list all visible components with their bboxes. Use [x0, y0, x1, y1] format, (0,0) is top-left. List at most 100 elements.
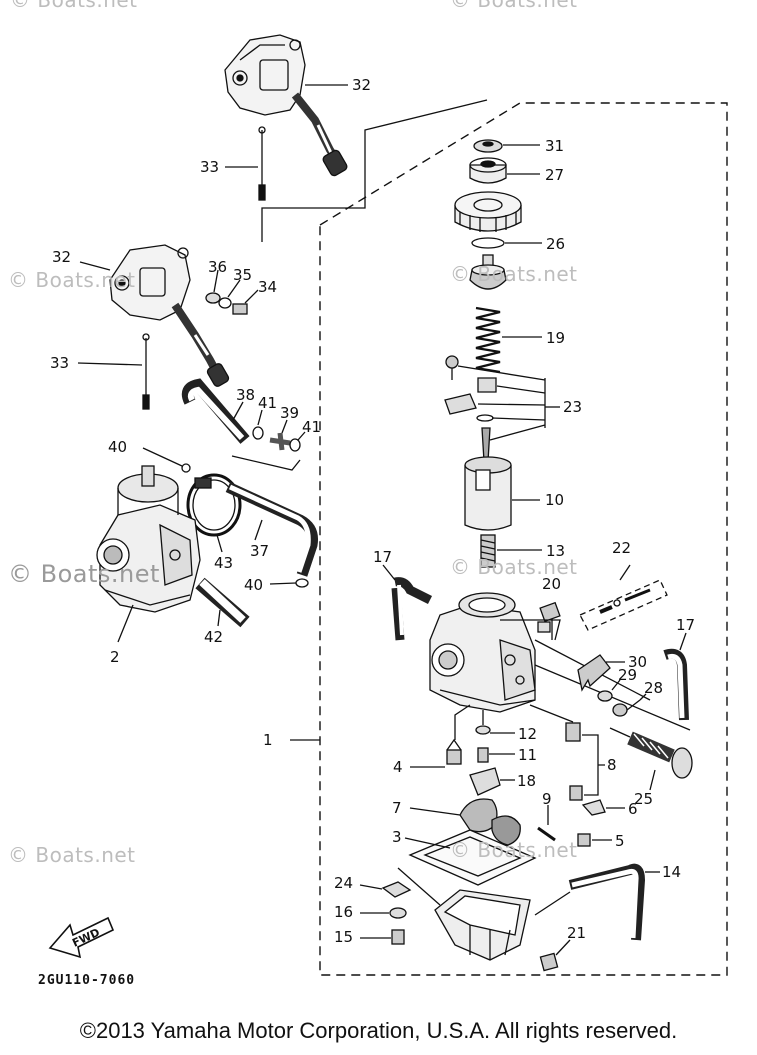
callout-24: 24 [334, 874, 353, 892]
callout-26: 26 [546, 235, 565, 253]
tee-39 [269, 432, 291, 451]
float-bowl [434, 889, 531, 961]
callout-43: 43 [214, 554, 233, 572]
callout-38: 38 [236, 386, 255, 404]
callout-10: 10 [545, 491, 564, 509]
plunger-cap [469, 254, 507, 290]
throttle-housing-left [109, 244, 230, 387]
throttle-housing-top [224, 34, 348, 177]
washer-31 [473, 139, 503, 153]
pin-9 [537, 826, 556, 842]
cable-33-top [258, 126, 266, 201]
callout-5: 5 [615, 832, 625, 850]
hose-38 [181, 378, 250, 444]
callout-4: 4 [393, 758, 403, 776]
callout-14: 14 [662, 863, 681, 881]
o-ring-26 [471, 237, 505, 249]
callout-12: 12 [518, 725, 537, 743]
screw-15 [391, 929, 405, 945]
callout-21: 21 [567, 924, 586, 942]
callout-40-top: 40 [108, 438, 127, 456]
washer-36 [205, 292, 221, 304]
watermark: © Boats.net [10, 0, 138, 12]
parts-8 [565, 722, 583, 801]
callout-16: 16 [334, 903, 353, 921]
callout-13: 13 [546, 542, 565, 560]
washer-35 [218, 297, 232, 309]
fwd-arrow-icon [48, 916, 115, 959]
diagram-code: 2GU110-7060 [38, 973, 136, 988]
bracket-24 [381, 881, 412, 898]
callout-20: 20 [542, 575, 561, 593]
pilot-jet-20 [537, 601, 561, 633]
watermark: © Boats.net [450, 555, 578, 579]
callout-33-top: 33 [200, 158, 219, 176]
lever-30 [577, 654, 611, 692]
callout-42: 42 [204, 628, 223, 646]
callout-27: 27 [545, 166, 564, 184]
throttle-screw-25 [609, 727, 693, 779]
callout-39: 39 [280, 404, 299, 422]
callout-7: 7 [392, 799, 402, 817]
hose-42 [195, 577, 250, 628]
callout-19: 19 [546, 329, 565, 347]
clip-40-b [295, 578, 309, 588]
callout-25: 25 [634, 790, 653, 808]
carburetor-body-main [429, 592, 691, 731]
callout-8: 8 [607, 756, 617, 774]
callout-11: 11 [518, 746, 537, 764]
washer-12 [475, 725, 491, 735]
callout-29: 29 [618, 666, 637, 684]
clip-41-a [252, 426, 264, 440]
watermark: © Boats.net [8, 843, 136, 867]
plug-21 [539, 952, 559, 972]
callout-41-b: 41 [302, 418, 321, 436]
washer-29 [597, 690, 613, 702]
washer-16 [389, 907, 407, 919]
screw-5 [577, 833, 591, 847]
callout-18: 18 [517, 772, 536, 790]
callout-17-right: 17 [676, 616, 695, 634]
callout-3: 3 [392, 828, 402, 846]
callout-9: 9 [542, 790, 552, 808]
callout-1: 1 [263, 731, 273, 749]
callout-32-top: 32 [352, 76, 371, 94]
callout-37: 37 [250, 542, 269, 560]
callout-36: 36 [208, 258, 227, 276]
callout-15: 15 [334, 928, 353, 946]
watermark: © Boats.net [450, 0, 578, 12]
callout-17-left: 17 [373, 548, 392, 566]
jet-13 [480, 534, 496, 568]
spring-19 [475, 306, 501, 374]
callout-32-left: 32 [52, 248, 71, 266]
upper-assembly-bracket [261, 99, 488, 242]
watermark: © Boats.net [450, 262, 578, 286]
watermark: © Boats.net [8, 268, 136, 292]
throttle-slide-10 [464, 456, 512, 531]
callout-41-a: 41 [258, 394, 277, 412]
callout-31: 31 [545, 137, 564, 155]
callout-33-left: 33 [50, 354, 69, 372]
drain-hose-17-right [663, 648, 689, 721]
clamp-43 [186, 473, 242, 537]
copyright-notice: ©2013 Yamaha Motor Corporation, U.S.A. A… [79, 1018, 678, 1043]
bracket-6 [581, 799, 606, 816]
callout-35: 35 [233, 266, 252, 284]
carburetor-2 [96, 465, 201, 613]
callout-6: 6 [628, 800, 638, 818]
clip-41-b [289, 438, 301, 452]
cable-33-left [142, 333, 150, 410]
watermark: © Boats.net [450, 838, 578, 862]
group-22 [579, 579, 668, 631]
callout-23: 23 [563, 398, 582, 416]
callout-2: 2 [110, 648, 120, 666]
screw-34 [232, 303, 248, 315]
cap-4 [446, 738, 462, 765]
assembly-boundary [319, 102, 728, 976]
float-7 [459, 798, 521, 846]
callout-40-bottom: 40 [244, 576, 263, 594]
bracket-18 [469, 767, 501, 796]
screw-28 [612, 699, 641, 717]
callout-28: 28 [644, 679, 663, 697]
